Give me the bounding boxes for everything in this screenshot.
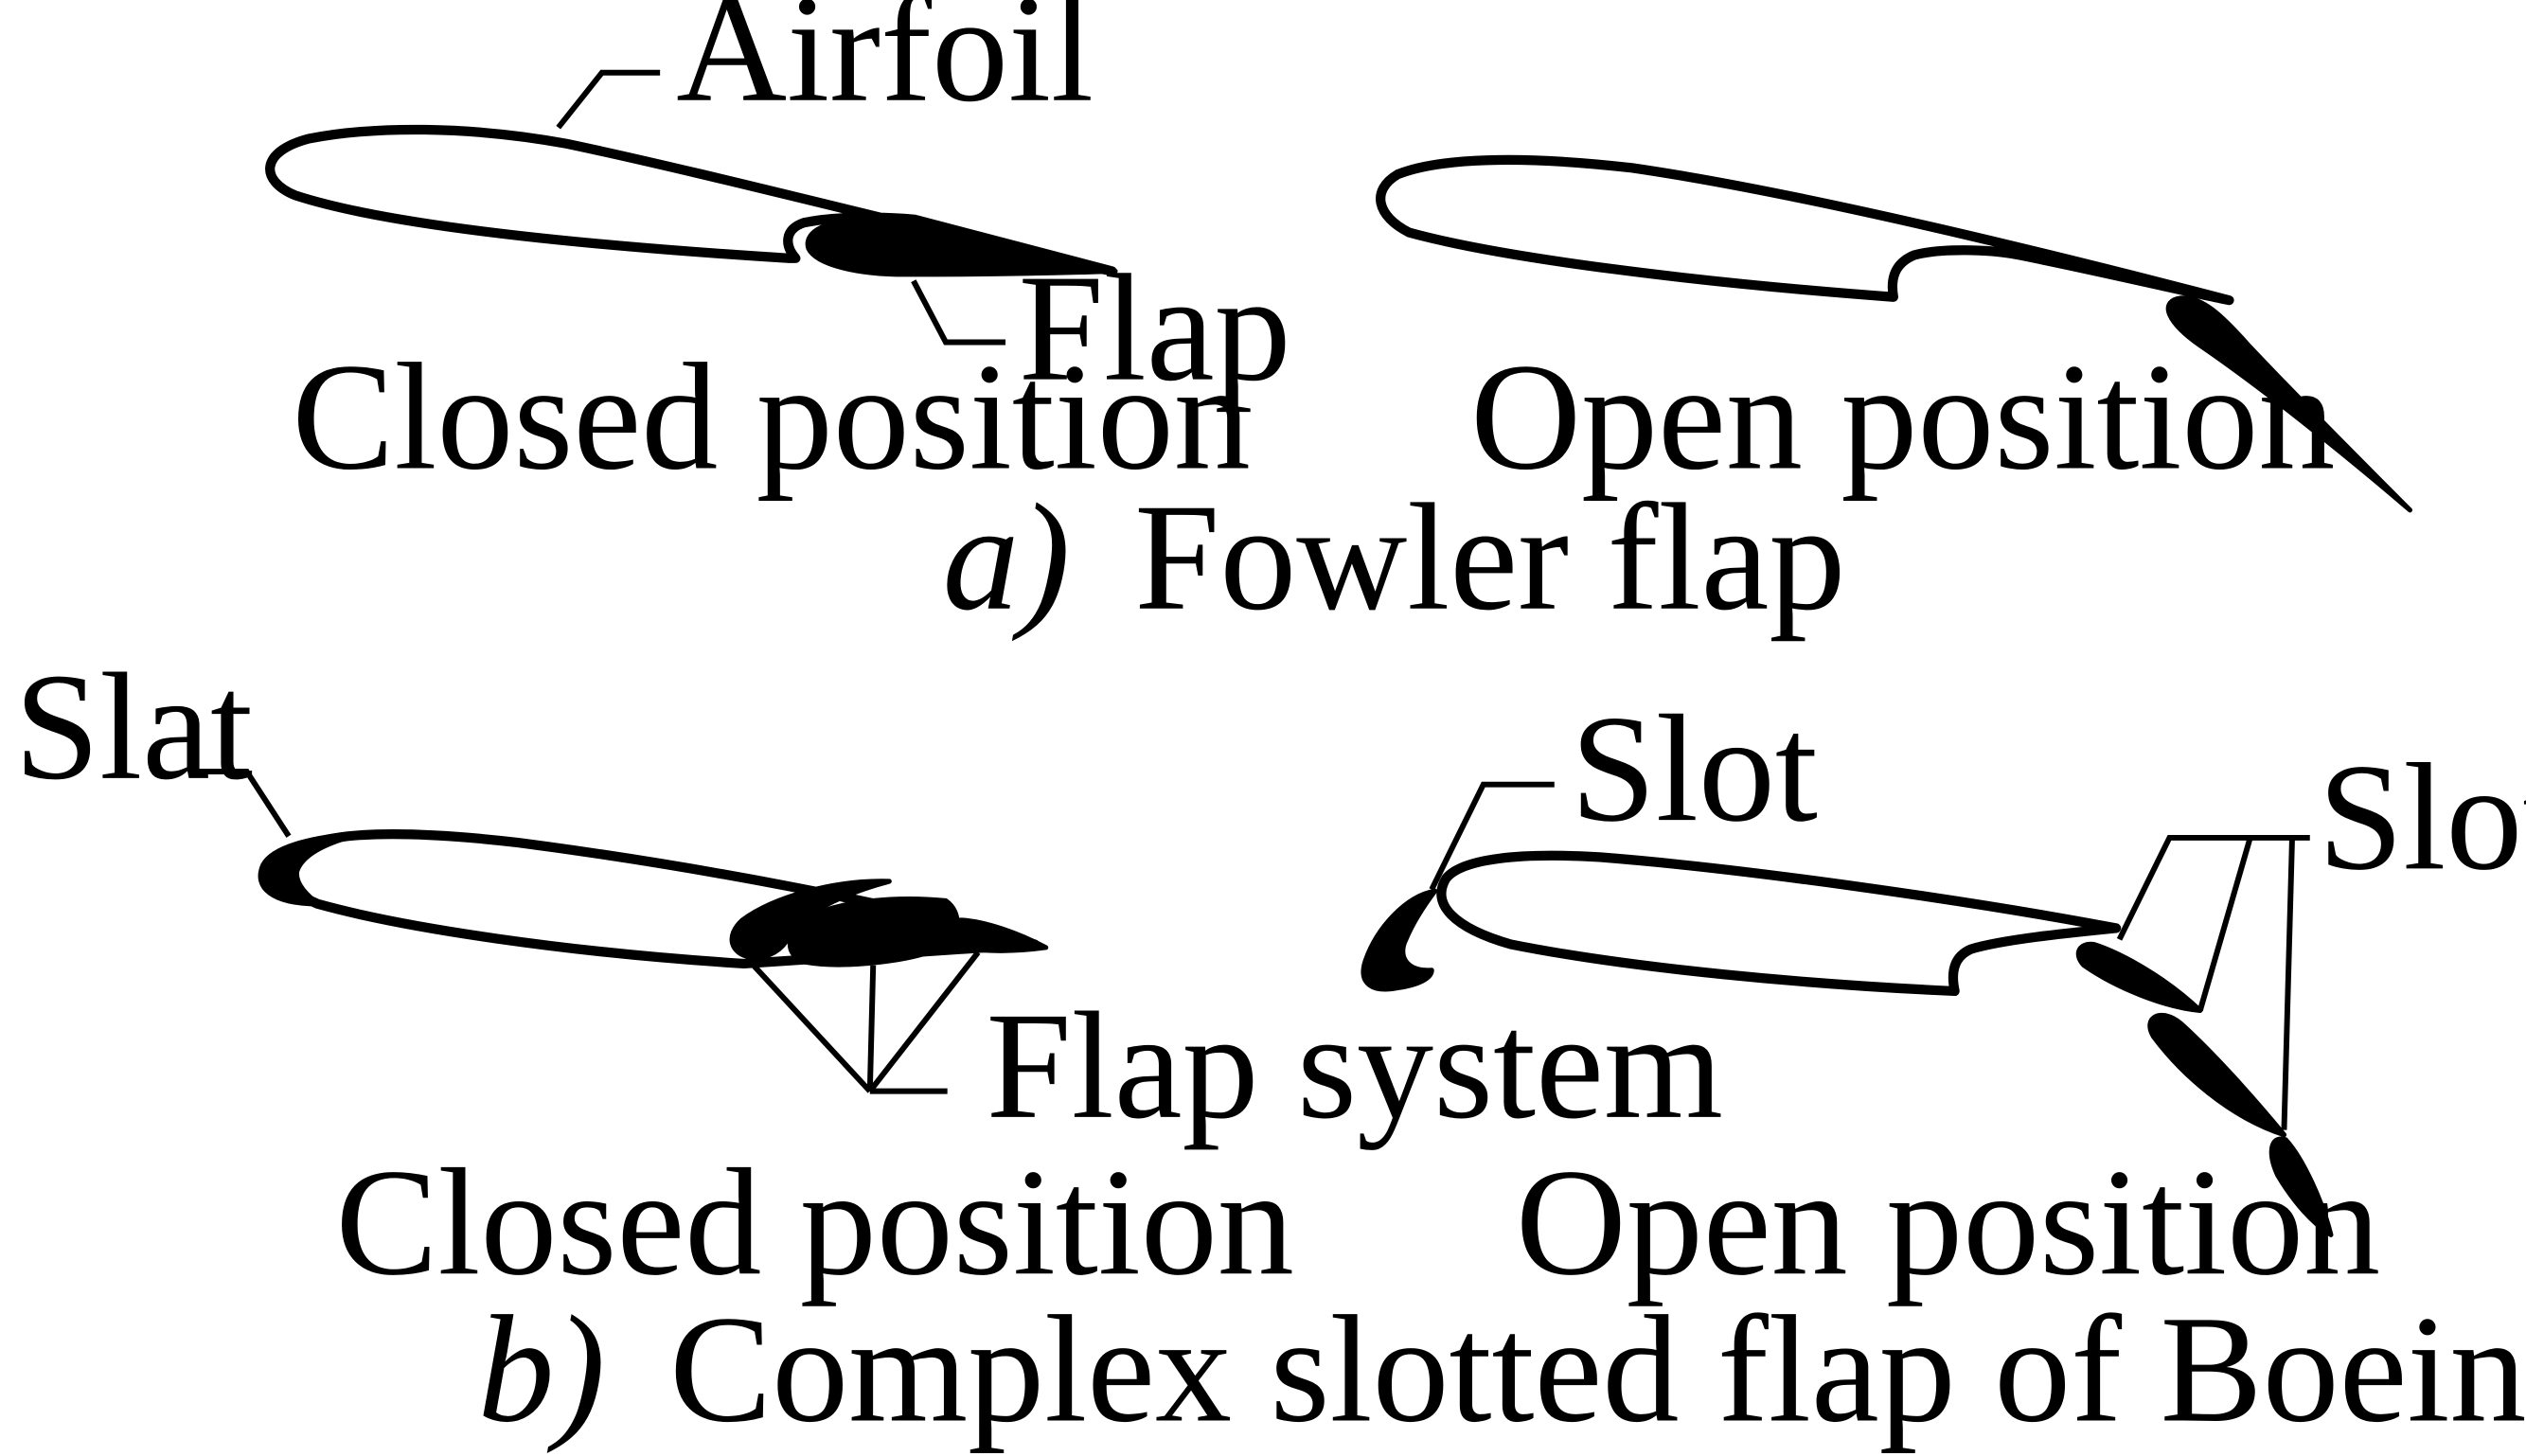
fowler-open-position-label: Open position — [1470, 332, 2335, 502]
fowler-closed-airfoil — [265, 124, 1117, 276]
b737-open-group: Slot Slots Open position — [1361, 684, 2526, 1307]
fowler-open-flap — [2165, 295, 2413, 513]
airfoil-leader-line — [556, 69, 661, 130]
flap-system-label: Flap system — [987, 982, 1723, 1151]
fowler-caption: a) Fowler flap — [943, 473, 1846, 643]
fowler-closed-group: Airfoil Flap Closed position — [265, 0, 1291, 502]
fowler-open-group: Open position — [1376, 154, 2413, 513]
slot-leader-line — [1429, 781, 1555, 891]
b737-caption-text: Complex slotted flap of Boeing 737 — [669, 1285, 2526, 1454]
b737-caption: b) Complex slotted flap of Boeing 737 — [477, 1285, 2526, 1454]
b737-closed-position-label: Closed position — [335, 1138, 1293, 1307]
slots-leader-1 — [2116, 834, 2310, 941]
fowler-closed-position-label: Closed position — [292, 332, 1250, 502]
flap-system-leader-1 — [748, 960, 872, 1093]
slot-label: Slot — [1571, 684, 1818, 854]
slots-leader-2 — [2197, 837, 2253, 1012]
b737-open-slat — [1361, 888, 1438, 992]
slots-label: Slots — [2318, 733, 2526, 902]
b737-caption-prefix: b) — [477, 1285, 605, 1454]
slat-leader-line — [191, 769, 292, 838]
airfoil-label: Airfoil — [676, 0, 1094, 134]
flap-leader-line — [911, 279, 1006, 346]
b737-open-airfoil — [1436, 850, 2122, 997]
fowler-closed-flap — [805, 219, 1118, 277]
fowler-open-airfoil — [1376, 154, 2234, 306]
b737-open-flap-3 — [2268, 1136, 2334, 1237]
flap-system-leader-2 — [866, 965, 877, 1092]
b737-open-flap-1 — [2075, 941, 2203, 1013]
b737-open-flap-2 — [2147, 1012, 2287, 1138]
slots-leader-3 — [2281, 837, 2295, 1130]
fowler-caption-prefix: a) — [943, 473, 1071, 643]
b737-closed-group: Slat Flap system Closed position — [14, 643, 1723, 1307]
flap-label: Flap — [1019, 244, 1291, 414]
fowler-caption-text: Fowler flap — [1134, 473, 1845, 643]
slat-label: Slat — [14, 643, 253, 812]
b737-flap-aft — [938, 917, 1049, 953]
b737-slat — [258, 830, 367, 907]
b737-open-position-label: Open position — [1516, 1138, 2380, 1307]
flap-system-leader-3 — [867, 950, 981, 1093]
